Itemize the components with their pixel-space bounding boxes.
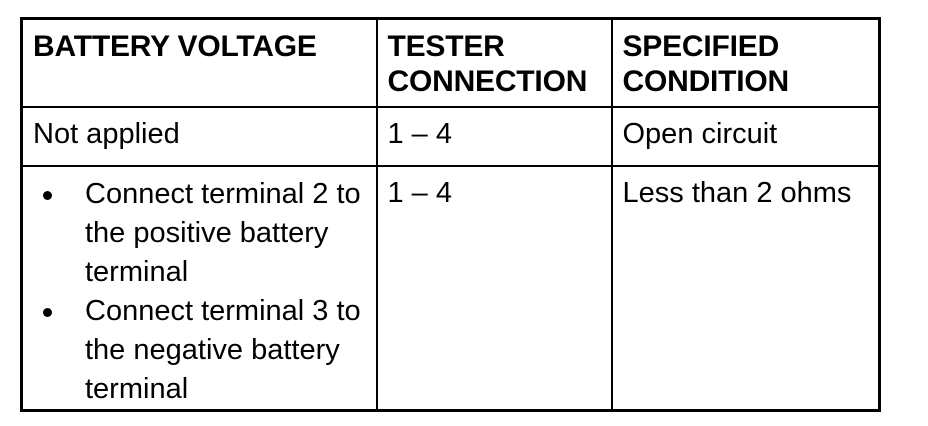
bullet-point-icon (43, 308, 52, 317)
cell-specified-condition-text: Open circuit (622, 118, 778, 150)
list-item-label: Connect terminal 3 to the negative batte… (85, 295, 361, 405)
column-header-specified-condition: SPECIFIED CONDITION (611, 18, 880, 108)
specification-table: BATTERY VOLTAGE TESTER CONNECTION SPECIF… (20, 17, 881, 412)
column-header-battery-voltage: BATTERY VOLTAGE (21, 18, 378, 108)
table-row: Not applied 1 – 4 Open circuit (21, 107, 880, 167)
bullet-point-icon (43, 191, 52, 200)
list-item: Connect terminal 2 to the positive batte… (41, 175, 376, 292)
cell-battery-voltage-text: Not applied (33, 118, 180, 150)
column-header-tester-connection: TESTER CONNECTION (376, 18, 613, 108)
cell-tester-connection-text: 1 – 4 (387, 177, 453, 209)
table-header: BATTERY VOLTAGE TESTER CONNECTION SPECIF… (21, 18, 880, 108)
cell-battery-voltage: Connect terminal 2 to the positive batte… (21, 166, 378, 411)
list-item-label: Connect terminal 2 to the positive batte… (85, 178, 361, 288)
cell-battery-voltage: Not applied (21, 107, 378, 167)
cell-specified-condition: Less than 2 ohms (612, 166, 880, 411)
cell-tester-connection: 1 – 4 (376, 166, 613, 411)
column-header-battery-voltage-label: BATTERY VOLTAGE (33, 30, 317, 63)
column-header-specified-condition-label: SPECIFIED CONDITION (622, 30, 790, 98)
cell-specified-condition: Open circuit (611, 107, 880, 167)
list-item: Connect terminal 3 to the negative batte… (41, 292, 376, 409)
table-row: Connect terminal 2 to the positive batte… (21, 166, 880, 411)
table-body: Not applied 1 – 4 Open circuit Connect t… (21, 107, 880, 411)
cell-tester-connection: 1 – 4 (376, 107, 613, 167)
cell-specified-condition-text: Less than 2 ohms (622, 177, 852, 209)
cell-tester-connection-text: 1 – 4 (387, 118, 453, 150)
battery-voltage-bullet-list: Connect terminal 2 to the positive batte… (23, 167, 376, 409)
column-header-tester-connection-label: TESTER CONNECTION (387, 30, 588, 98)
table-header-row: BATTERY VOLTAGE TESTER CONNECTION SPECIF… (21, 18, 880, 108)
